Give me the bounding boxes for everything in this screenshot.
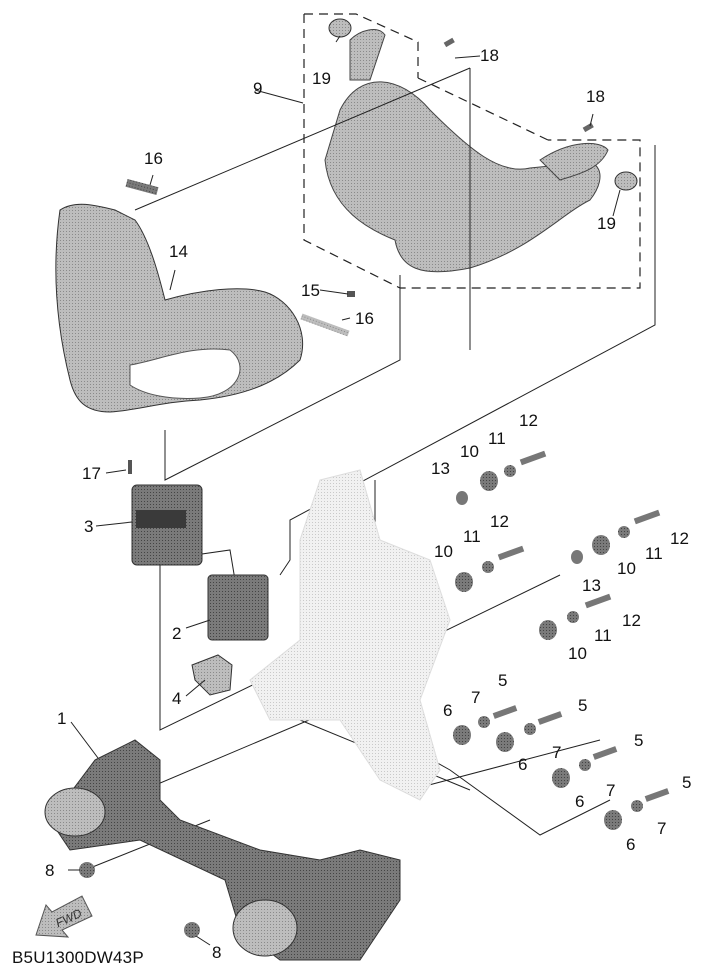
nut-icon [347,291,355,297]
washer-icon [456,491,468,505]
callout-2[interactable]: 2 [172,624,182,643]
collar-icon [567,611,579,623]
leader-lines [68,35,621,946]
grommet-icon [614,171,638,191]
callout-10[interactable]: 10 [617,559,636,578]
collar-icon [631,800,643,812]
washer-icon [571,550,583,564]
cover-window [136,510,186,528]
callout-8[interactable]: 8 [212,943,222,962]
screw-icon [582,122,594,133]
callout-5[interactable]: 5 [578,696,588,715]
wire-connector [191,654,233,696]
bolt-icon [592,746,618,760]
callout-11[interactable]: 11 [488,429,506,448]
collar-icon [579,759,591,771]
callout-14[interactable]: 14 [169,242,188,261]
callout-5[interactable]: 5 [498,671,508,690]
callout-16[interactable]: 16 [144,149,163,168]
collar-icon [618,526,630,538]
callout-7[interactable]: 7 [552,743,562,762]
callout-5[interactable]: 5 [634,731,644,750]
fasteners [79,450,670,938]
headlight-lens [324,29,609,273]
callout-3[interactable]: 3 [84,517,94,536]
callout-12[interactable]: 12 [670,529,689,548]
front-cowling [55,203,304,413]
collar-icon [504,465,516,477]
callout-18[interactable]: 18 [586,87,605,106]
strip-icon [125,178,159,196]
damper-icon [496,732,514,752]
grommet-icon [328,18,352,38]
callout-13[interactable]: 13 [431,459,450,478]
callout-1[interactable]: 1 [57,709,67,728]
callout-16[interactable]: 16 [355,309,374,328]
bolt-icon [497,545,525,561]
damper-icon [604,810,622,830]
bolt-icon [584,593,612,609]
damper-icon [480,471,498,491]
headlight-bracket-assembly [44,739,401,961]
callout-11[interactable]: 11 [645,544,663,563]
drawing-code: B5U1300DW43P [12,948,144,967]
callout-12[interactable]: 12 [622,611,641,630]
callout-10[interactable]: 10 [460,442,479,461]
callout-12[interactable]: 12 [490,512,509,531]
callout-7[interactable]: 7 [471,688,481,707]
headlight-group-outline [303,13,641,289]
collar-icon [524,723,536,735]
callout-8[interactable]: 8 [45,861,55,880]
callout-13[interactable]: 13 [582,576,601,595]
screw-icon [443,37,455,48]
damper-icon [79,862,95,878]
callout-15[interactable]: 15 [301,281,320,300]
callout-7[interactable]: 7 [657,819,667,838]
callout-17[interactable]: 17 [82,464,101,483]
damper-icon [592,535,610,555]
callout-19[interactable]: 19 [597,214,616,233]
callout-10[interactable]: 10 [568,644,587,663]
callout-7[interactable]: 7 [606,781,616,800]
callout-6[interactable]: 6 [626,835,636,854]
callout-4[interactable]: 4 [172,689,182,708]
control-unit [207,574,269,641]
damper-icon [455,572,473,592]
strip-icon [300,313,350,337]
callout-5[interactable]: 5 [682,773,692,792]
damper-icon [539,620,557,640]
damper-icon [184,922,200,938]
callout-9[interactable]: 9 [253,79,263,98]
bolt-icon [644,788,670,802]
bolt-icon [633,509,661,525]
callout-6[interactable]: 6 [575,792,585,811]
leader-9 [254,89,304,104]
callout-6[interactable]: 6 [443,701,453,720]
screw-icon [128,460,132,474]
callout-18[interactable]: 18 [480,46,499,65]
frame-bracket-ghost [249,469,451,801]
bolt-icon [492,705,518,719]
collar-icon [478,716,490,728]
forward-arrow-icon: FWD [35,895,93,938]
damper-icon [453,725,471,745]
bolt-icon [537,711,563,725]
callout-11[interactable]: 11 [594,626,612,645]
callout-10[interactable]: 10 [434,542,453,561]
callout-11[interactable]: 11 [463,527,481,546]
callout-12[interactable]: 12 [519,411,538,430]
callout-19[interactable]: 19 [312,69,331,88]
callout-6[interactable]: 6 [518,755,528,774]
bolt-icon [519,450,547,466]
collar-icon [482,561,494,573]
damper-icon [552,768,570,788]
